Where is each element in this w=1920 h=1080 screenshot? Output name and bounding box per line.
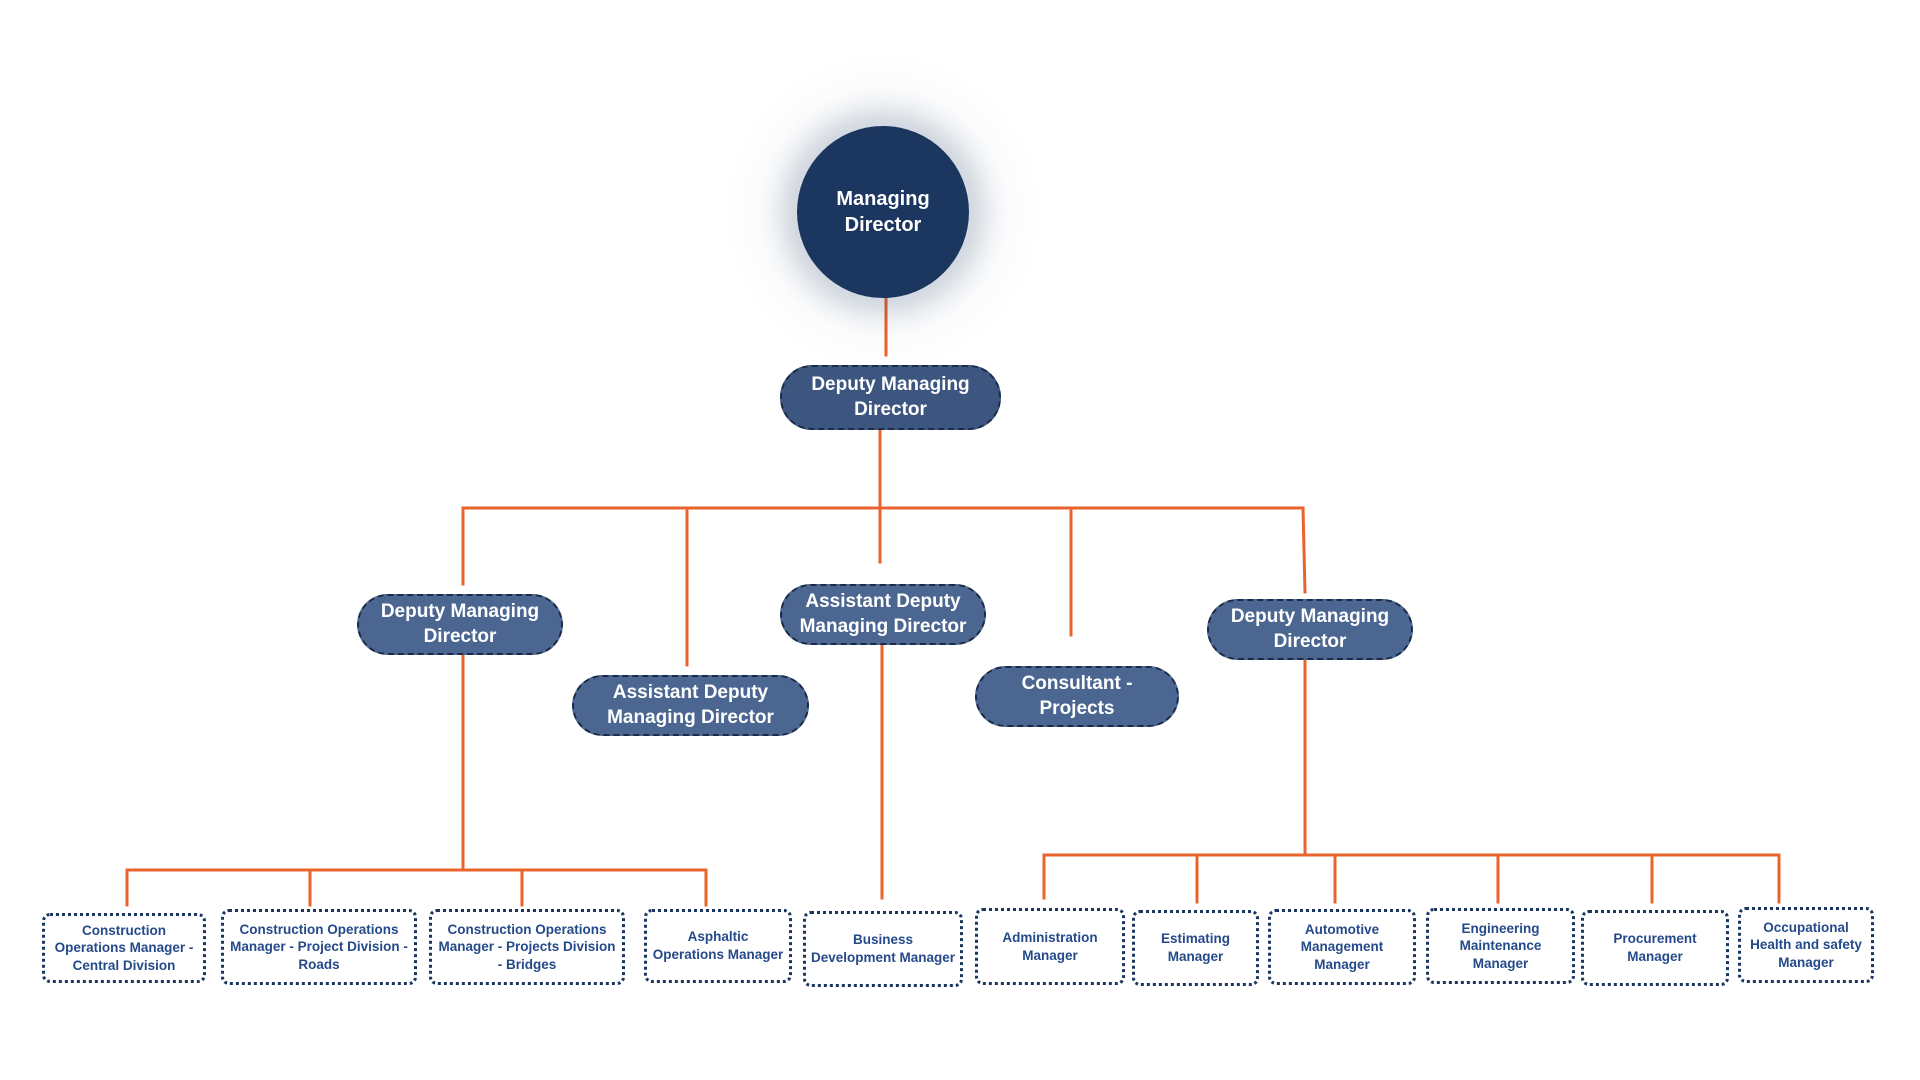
- node-procurement-manager: Procurement Manager: [1581, 910, 1729, 986]
- node-occupational-health-safety-manager: Occupational Health and safety Manager: [1738, 907, 1874, 983]
- node-managing-director: Managing Director: [797, 126, 969, 298]
- node-assistant-deputy-managing-director-center: Assistant Deputy Managing Director: [780, 584, 986, 645]
- node-automotive-management-manager: Automotive Management Manager: [1268, 909, 1416, 985]
- node-label: Assistant Deputy Managing Director: [607, 681, 774, 728]
- node-construction-operations-central: Construction Operations Manager - Centra…: [42, 913, 206, 983]
- node-deputy-managing-director-top: Deputy Managing Director: [780, 365, 1001, 430]
- node-administration-manager: Administration Manager: [975, 908, 1125, 985]
- node-label: Asphaltic Operations Manager: [652, 929, 784, 962]
- node-deputy-managing-director-left: Deputy Managing Director: [357, 594, 563, 655]
- node-construction-operations-roads: Construction Operations Manager - Projec…: [221, 909, 417, 985]
- node-estimating-manager: Estimating Manager: [1132, 910, 1259, 986]
- node-label: Business Development Manager: [810, 932, 956, 965]
- node-business-development: Business Development Manager: [803, 911, 963, 987]
- node-label: Occupational Health and safety Manager: [1750, 919, 1862, 970]
- node-deputy-managing-director-right: Deputy Managing Director: [1207, 599, 1413, 660]
- node-label: Assistant Deputy Managing Director: [799, 590, 967, 637]
- node-engineering-maintenance-manager: Engineering Maintenance Manager: [1426, 908, 1575, 984]
- node-label: Construction Operations Manager - Centra…: [54, 922, 194, 973]
- node-label: Consultant - Projects: [1021, 672, 1133, 719]
- node-label: Construction Operations Manager - Projec…: [230, 921, 408, 972]
- connector-drop-right-deputy: [1301, 506, 1307, 594]
- node-label: Estimating Manager: [1160, 931, 1230, 964]
- node-assistant-deputy-managing-director-left: Assistant Deputy Managing Director: [572, 675, 809, 736]
- node-construction-operations-bridges: Construction Operations Manager - Projec…: [429, 909, 625, 985]
- node-label: Procurement Manager: [1613, 931, 1697, 964]
- node-label: Managing Director: [836, 188, 930, 236]
- node-label: Construction Operations Manager - Projec…: [438, 921, 616, 972]
- node-label: Deputy Managing Director: [811, 373, 970, 420]
- node-label: Engineering Maintenance Manager: [1459, 920, 1542, 971]
- node-label: Administration Manager: [1002, 929, 1098, 963]
- node-consultant-projects: Consultant - Projects: [975, 666, 1179, 727]
- node-asphaltic-operations: Asphaltic Operations Manager: [644, 909, 792, 983]
- node-label: Deputy Managing Director: [380, 600, 540, 647]
- node-label: Automotive Management Manager: [1300, 921, 1384, 972]
- node-label: Deputy Managing Director: [1230, 605, 1390, 652]
